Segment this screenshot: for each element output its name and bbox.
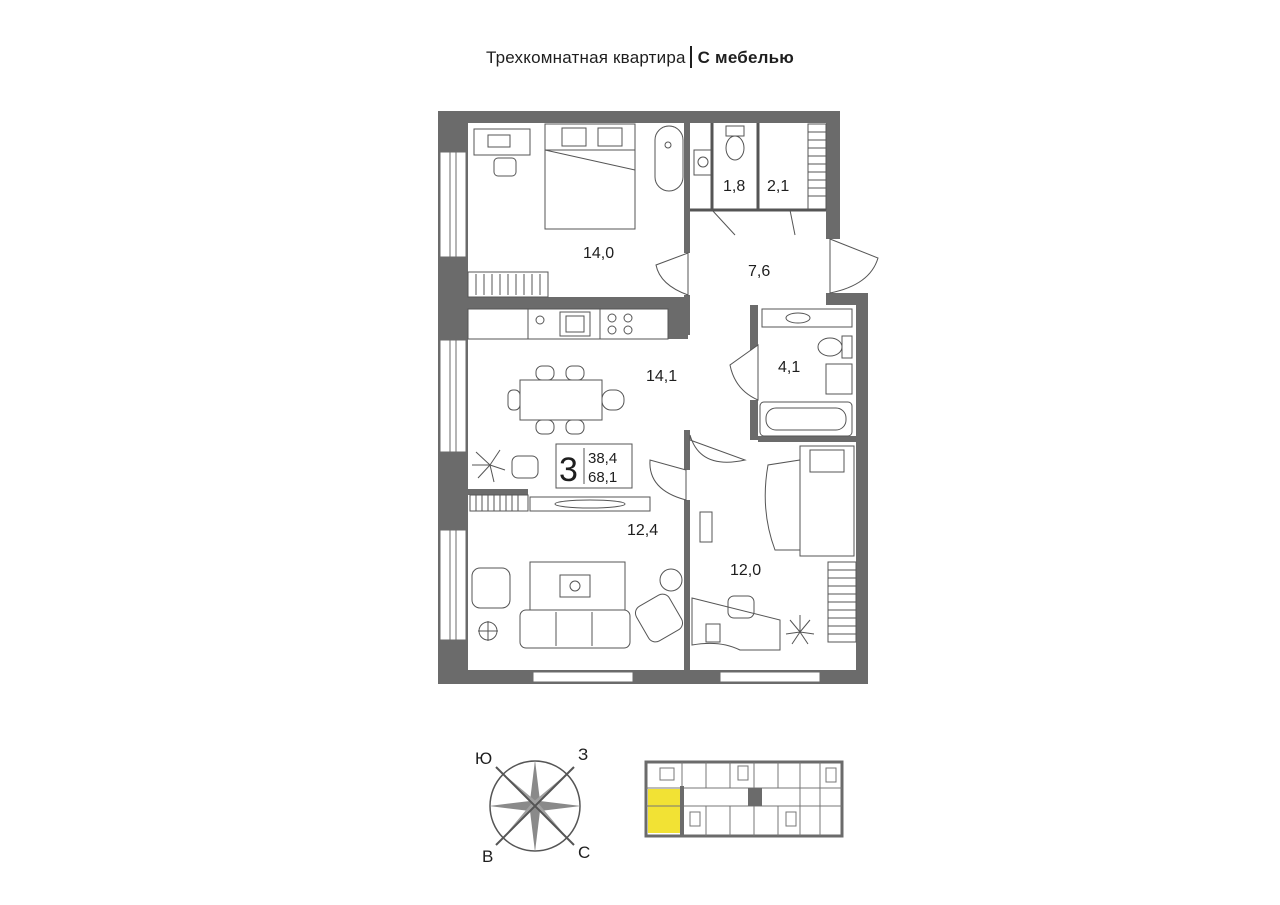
area-kitchen: 14,1 <box>646 368 677 385</box>
plan-title: Трехкомнатная квартира С мебелью <box>0 46 1280 68</box>
area-bathroom: 4,1 <box>778 359 800 376</box>
apartment-summary: 3 38,4 68,1 <box>559 450 617 489</box>
compass-labels: Ю З В С <box>475 745 590 866</box>
compass-east: В <box>482 847 493 866</box>
compass-south: Ю <box>475 749 492 768</box>
furnished-label: С мебелью <box>697 48 794 67</box>
area-bedroom-nw: 14,0 <box>583 245 614 262</box>
area-wc: 1,8 <box>723 178 745 195</box>
living-area: 38,4 <box>588 450 617 467</box>
windows <box>439 151 821 683</box>
area-hall: 7,6 <box>748 263 770 280</box>
apartment-type: Трехкомнатная квартира <box>485 48 686 67</box>
compass-north: С <box>578 843 590 862</box>
room-areas: 14,0 1,8 2,1 7,6 14,1 4,1 12,4 12,0 <box>583 178 800 579</box>
partitions <box>690 123 826 212</box>
doors <box>649 209 879 501</box>
furniture <box>467 123 857 651</box>
flower-icon <box>785 615 815 645</box>
plant-icon <box>472 449 506 483</box>
compass-west: З <box>578 745 588 764</box>
area-bedroom-se: 12,0 <box>730 562 761 579</box>
compass-rose-icon <box>489 760 581 852</box>
rooms-count: 3 <box>559 451 578 489</box>
floor-key-plan-icon <box>644 760 844 838</box>
title-separator <box>689 46 692 68</box>
area-closet: 2,1 <box>767 178 789 195</box>
total-area: 68,1 <box>588 469 617 486</box>
area-living: 12,4 <box>627 522 658 539</box>
